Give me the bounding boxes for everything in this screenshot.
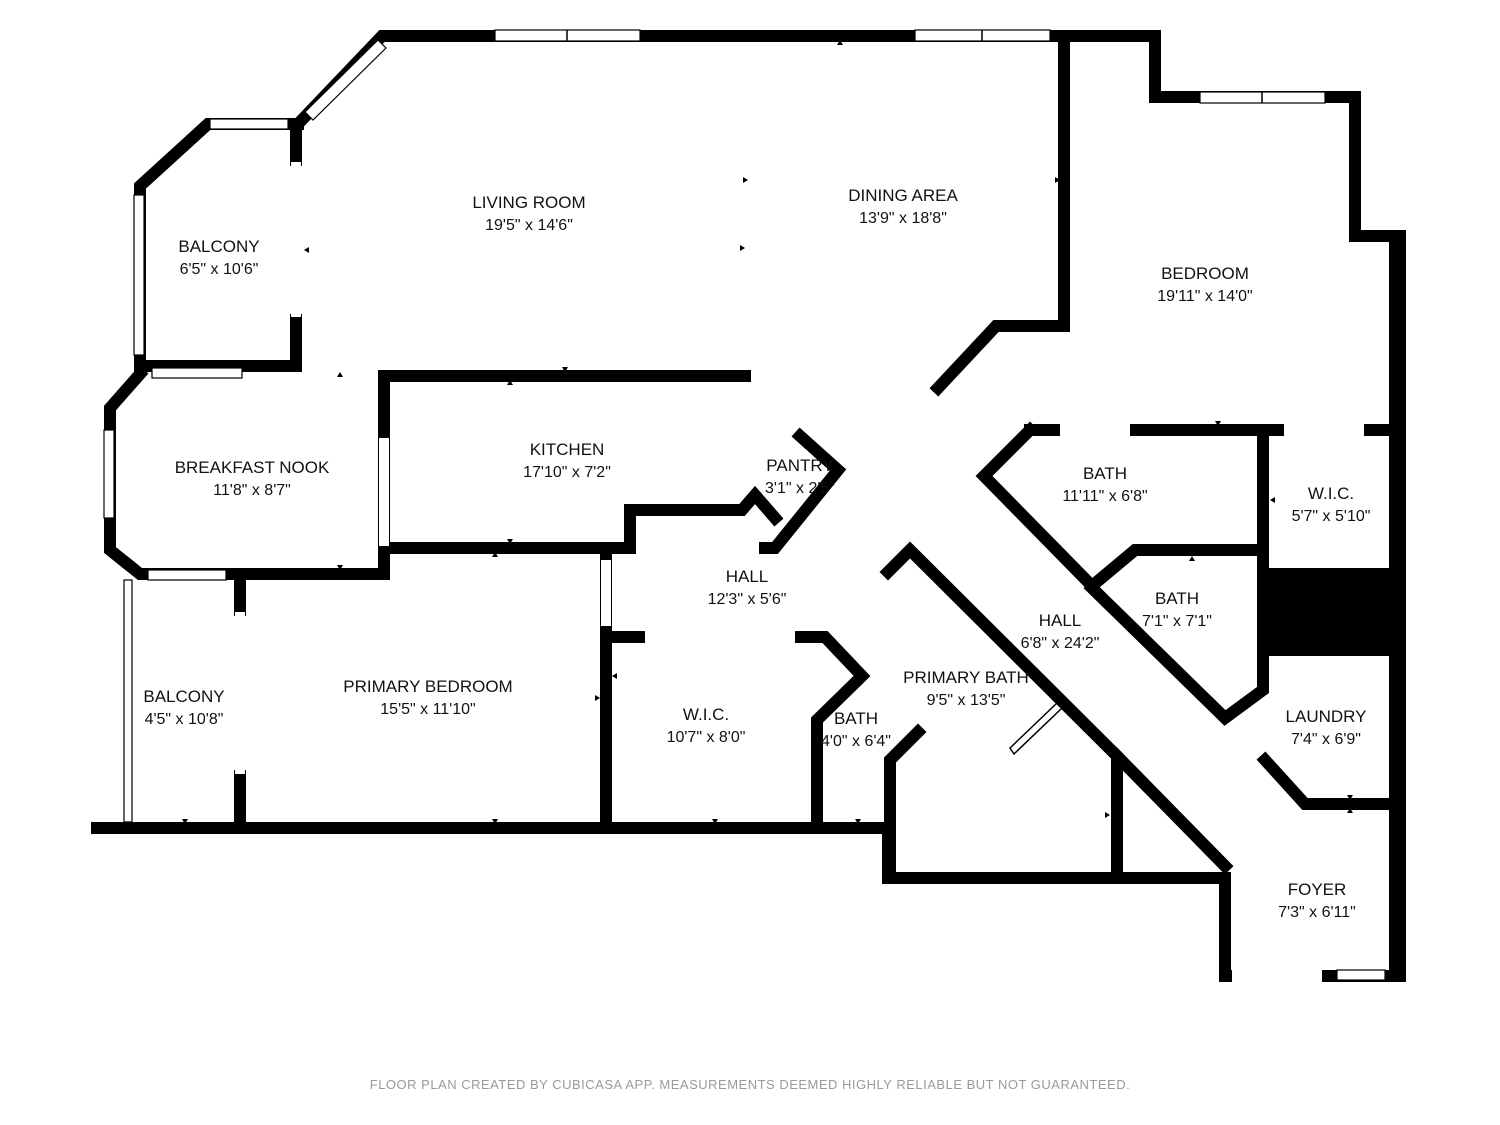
windows (103, 29, 1386, 981)
room-dims-bath-upper: 11'11" x 6'8" (1062, 488, 1147, 505)
room-name-bath-upper: BATH (1083, 464, 1127, 483)
room-dims-hall-small: 12'3" x 5'6" (708, 591, 787, 608)
room-dims-bath-middle: 7'1" x 7'1" (1142, 613, 1212, 630)
room-dims-wic-right: 5'7" x 5'10" (1292, 508, 1371, 525)
room-name-pantry: PANTRY (766, 456, 833, 475)
room-name-hall-long: HALL (1039, 611, 1082, 630)
room-name-wic-center: W.I.C. (683, 705, 729, 724)
room-dims-balcony-top: 6'5" x 10'6" (180, 261, 259, 278)
room-dims-foyer: 7'3" x 6'11" (1278, 904, 1356, 921)
room-name-primary-bath: PRIMARY BATH (903, 668, 1029, 687)
door-swing (1009, 700, 1063, 756)
room-dims-primary-bath: 9'5" x 13'5" (927, 692, 1006, 709)
room-name-foyer: FOYER (1288, 880, 1347, 899)
room-name-laundry: LAUNDRY (1286, 707, 1367, 726)
dimension-ticks (182, 40, 1395, 824)
room-name-living-room: LIVING ROOM (472, 193, 585, 212)
room-dims-dining-area: 13'9" x 18'8" (859, 210, 947, 227)
room-dims-laundry: 7'4" x 6'9" (1291, 731, 1361, 748)
room-dims-bedroom: 19'11" x 14'0" (1157, 288, 1252, 305)
room-name-kitchen: KITCHEN (530, 440, 605, 459)
room-dims-kitchen: 17'10" x 7'2" (523, 464, 611, 481)
room-name-balcony-bottom: BALCONY (143, 687, 224, 706)
room-dims-pantry: 3'1" x 2'5" (765, 480, 835, 497)
room-dims-living-room: 19'5" x 14'6" (485, 217, 573, 234)
room-dims-bath-small: 4'0" x 6'4" (821, 733, 891, 750)
room-dims-wic-center: 10'7" x 8'0" (667, 729, 746, 746)
footer-disclaimer: FLOOR PLAN CREATED BY CUBICASA APP. MEAS… (369, 1077, 1131, 1092)
room-name-dining-area: DINING AREA (848, 186, 958, 205)
closet-fill (1263, 568, 1401, 648)
room-name-bath-small: BATH (834, 709, 878, 728)
room-name-breakfast-nook: BREAKFAST NOOK (175, 458, 330, 477)
door-openings (235, 91, 1364, 982)
room-name-bath-middle: BATH (1155, 589, 1199, 608)
room-name-wic-right: W.I.C. (1308, 484, 1354, 503)
room-name-hall-small: HALL (726, 567, 769, 586)
room-name-primary-bedroom: PRIMARY BEDROOM (343, 677, 512, 696)
room-name-bedroom: BEDROOM (1161, 264, 1249, 283)
room-name-balcony-top: BALCONY (178, 237, 259, 256)
room-labels: LIVING ROOM 19'5" x 14'6" DINING AREA 13… (143, 186, 1370, 921)
room-dims-breakfast-nook: 11'8" x 8'7" (213, 482, 291, 499)
room-dims-hall-long: 6'8" x 24'2" (1021, 635, 1100, 652)
room-dims-balcony-bottom: 4'5" x 10'8" (145, 711, 224, 728)
room-dims-primary-bedroom: 15'5" x 11'10" (380, 701, 475, 718)
